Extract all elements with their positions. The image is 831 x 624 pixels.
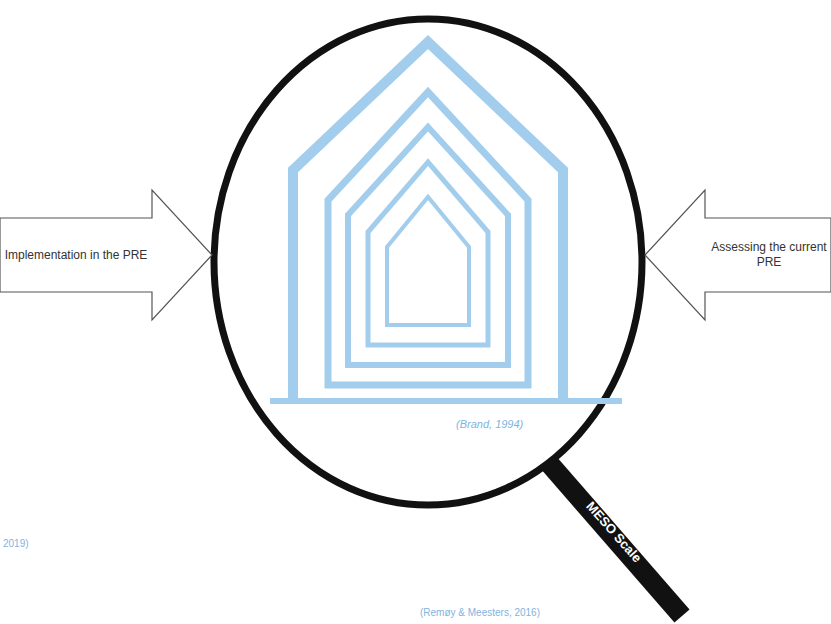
block-arrow: Assessing the current PRE: [643, 188, 831, 322]
citation: (Remøy & Meesters, 2016): [420, 607, 540, 618]
magnifier-lens: [214, 19, 642, 505]
handle-label: MESO Scale: [583, 499, 645, 566]
arrow-label: Assessing the current PRE: [709, 240, 829, 270]
magnifier-handle: [548, 462, 682, 616]
block-arrow: Implementation in the PRE: [0, 188, 214, 322]
arrow-outline: [643, 188, 831, 322]
arrow-label: Implementation in the PRE: [4, 248, 148, 263]
nested-houses: [270, 42, 622, 401]
citation: 2019): [3, 538, 29, 549]
citation: (Brand, 1994): [456, 418, 523, 430]
